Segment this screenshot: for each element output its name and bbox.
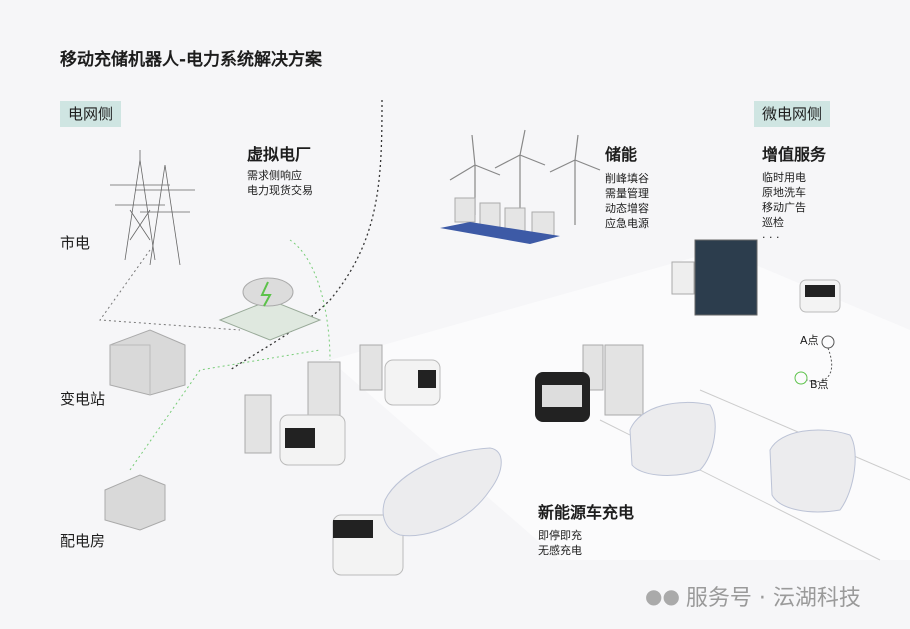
- storage-section: 储能 削峰填谷 需量管理 动态增容 应急电源: [605, 141, 649, 231]
- grid-side-tag: 电网侧: [60, 101, 122, 127]
- microgrid-side-tag: 微电网侧: [754, 101, 831, 127]
- service-item: · · ·: [762, 231, 780, 244]
- service-item: 巡检: [762, 216, 784, 229]
- service-item: 原地洗车: [762, 186, 806, 199]
- storage-item: 应急电源: [605, 217, 649, 230]
- point-b-label: B点: [810, 378, 829, 391]
- connection-line: [289, 239, 331, 361]
- watermark: ●● 服务号 · 沄湖科技: [645, 580, 861, 612]
- vpp-heading: 虚拟电厂: [247, 145, 312, 164]
- storage-units: [440, 197, 560, 244]
- service-item: 临时用电: [762, 171, 806, 184]
- label-distribution-room: 配电房: [60, 532, 106, 550]
- vpp-platform: [218, 277, 322, 341]
- electric-cars: [382, 402, 856, 537]
- power-tower: [110, 150, 195, 266]
- storage-item: 削峰填谷: [605, 172, 649, 185]
- service-item: 移动广告: [762, 201, 806, 214]
- ad-screen: [671, 239, 758, 316]
- storage-heading: 储能: [605, 145, 638, 164]
- storage-item: 需量管理: [605, 187, 649, 200]
- ab-route: [794, 335, 835, 385]
- connection-line: [99, 249, 241, 331]
- wind-turbines: [449, 129, 601, 225]
- vpp-item: 电力现货交易: [247, 184, 313, 197]
- vpp-item: 需求侧响应: [247, 169, 302, 182]
- ev-charging-section: 新能源车充电 即停即充 无感充电: [538, 499, 634, 558]
- point-a-label: A点: [800, 334, 819, 347]
- services-heading: 增值服务: [762, 145, 827, 164]
- label-mains: 市电: [60, 234, 91, 252]
- charging-robots: [279, 279, 841, 576]
- page-title: 移动充储机器人-电力系统解决方案: [60, 50, 323, 70]
- vpp-section: 虚拟电厂 需求侧响应 电力现货交易: [247, 141, 313, 198]
- label-substation: 变电站: [60, 390, 106, 408]
- substation-cabinet: [109, 329, 186, 396]
- ev-heading: 新能源车充电: [538, 503, 635, 522]
- storage-item: 动态增容: [605, 202, 649, 215]
- watermark-text: 服务号 · 沄湖科技: [685, 586, 861, 611]
- charging-piles: [244, 344, 644, 454]
- value-services-section: 增值服务 临时用电 原地洗车 移动广告 巡检 · · ·: [762, 141, 826, 245]
- distribution-cabinet: [104, 474, 166, 531]
- ev-item: 无感充电: [538, 544, 582, 557]
- ev-item: 即停即充: [538, 529, 582, 542]
- wechat-icon: ●●: [645, 584, 680, 608]
- connection-line: [129, 349, 321, 471]
